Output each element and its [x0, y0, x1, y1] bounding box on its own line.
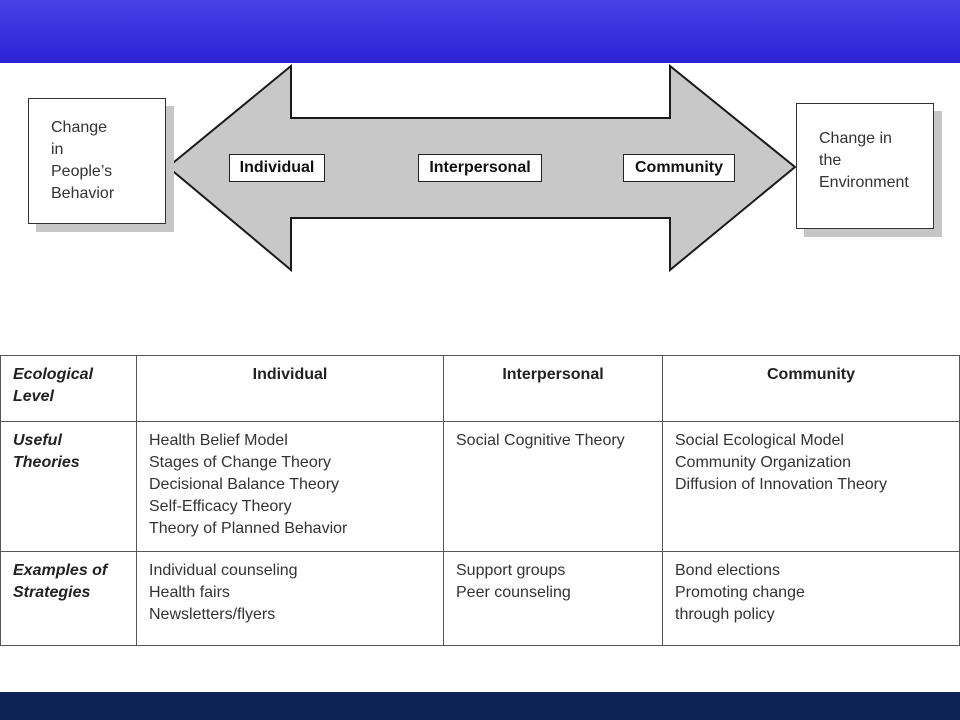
- arrow-label-interpersonal: Interpersonal: [418, 154, 542, 182]
- cell-interpersonal-theories: Social Cognitive Theory: [443, 421, 663, 552]
- header-individual: Individual: [136, 355, 444, 422]
- table-row: Useful Theories Health Belief Model Stag…: [0, 421, 960, 552]
- table-header-row: Ecological Level Individual Interpersona…: [0, 355, 960, 422]
- row-label-strategies: Examples of Strategies: [0, 551, 137, 646]
- top-banner: [0, 0, 960, 63]
- cell-community-theories: Social Ecological Model Community Organi…: [662, 421, 960, 552]
- bottom-banner: [0, 692, 960, 720]
- change-environment-box: Change in the Environment: [796, 103, 934, 229]
- header-community: Community: [662, 355, 960, 422]
- arrow-label-individual: Individual: [229, 154, 325, 182]
- cell-individual-theories: Health Belief Model Stages of Change The…: [136, 421, 444, 552]
- cell-individual-strategies: Individual counseling Health fairs Newsl…: [136, 551, 444, 646]
- ecological-level-table: Ecological Level Individual Interpersona…: [0, 355, 960, 646]
- row-label-useful-theories: Useful Theories: [0, 421, 137, 552]
- header-interpersonal: Interpersonal: [443, 355, 663, 422]
- arrow-label-community: Community: [623, 154, 735, 182]
- header-ecological-level: Ecological Level: [0, 355, 137, 422]
- cell-interpersonal-strategies: Support groups Peer counseling: [443, 551, 663, 646]
- change-behavior-box: Change in People’s Behavior: [28, 98, 166, 224]
- cell-community-strategies: Bond elections Promoting change through …: [662, 551, 960, 646]
- table-row: Examples of Strategies Individual counse…: [0, 551, 960, 646]
